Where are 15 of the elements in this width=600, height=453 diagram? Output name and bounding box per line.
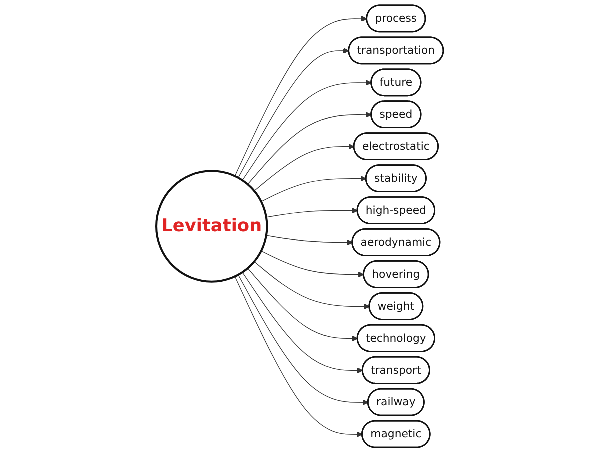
arrow <box>261 176 367 202</box>
arrow <box>238 48 350 178</box>
arrow <box>248 112 372 185</box>
arrow <box>266 235 353 246</box>
arrow <box>248 268 358 342</box>
arrow <box>242 272 364 374</box>
node-circle: Levitation <box>156 170 268 283</box>
arrow <box>238 274 369 406</box>
arrow <box>266 208 358 218</box>
arrow <box>254 144 355 192</box>
arrow <box>234 276 363 438</box>
arrow <box>242 80 372 181</box>
arrow <box>261 250 364 278</box>
arrow <box>254 262 370 310</box>
arrow <box>234 16 368 177</box>
